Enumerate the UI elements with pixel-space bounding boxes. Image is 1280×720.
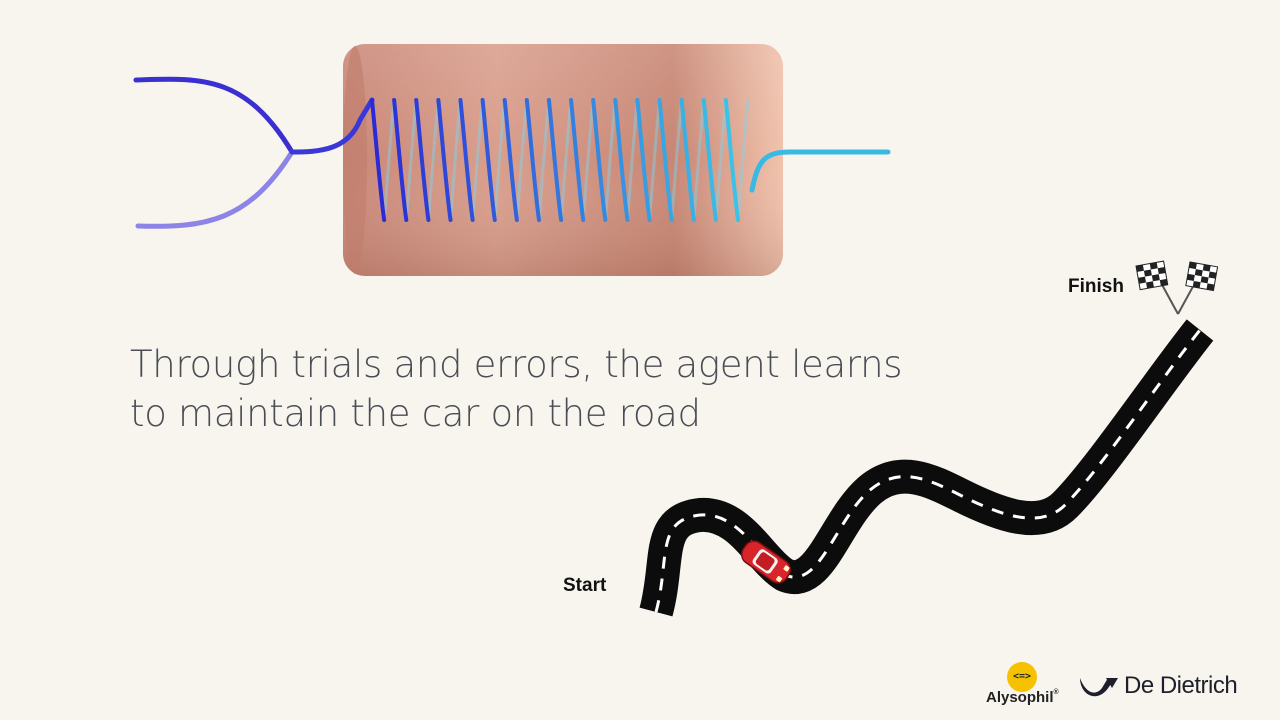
alysophil-registered-mark: ® <box>1053 689 1059 696</box>
red-car-icon <box>740 540 792 584</box>
coil-back-strand <box>692 98 706 222</box>
coil-back-strand <box>559 98 573 222</box>
coil-back-strand <box>537 98 551 222</box>
coil-front-strand <box>723 98 741 222</box>
coil-front-strand <box>414 98 431 222</box>
coil-front-strand <box>546 98 564 222</box>
coil-front-strand <box>635 98 652 222</box>
coil-back-strand <box>648 98 662 222</box>
alysophil-badge-icon: <=> <box>1007 662 1037 692</box>
coil-front-strand <box>436 98 453 222</box>
coil-front-strand <box>613 98 630 222</box>
alysophil-name-text: Alysophil <box>986 689 1054 706</box>
coil-back-strand <box>515 98 529 222</box>
coil-back-strand <box>581 98 595 222</box>
coil-front-strand <box>657 98 674 222</box>
coil-back-strand <box>714 98 728 222</box>
inlet-tube-top <box>133 76 295 155</box>
slide-caption: Through trials and errors, the agent lea… <box>130 340 903 438</box>
inlet-tube-bottom <box>135 149 295 229</box>
de-dietrich-logo: De Dietrich <box>1078 670 1238 702</box>
alysophil-name: Alysophil® <box>986 689 1059 706</box>
road-center-dashes <box>654 329 1202 613</box>
coil-front-strand <box>591 98 608 222</box>
finish-label: Finish <box>1068 276 1124 297</box>
coil-back-strand <box>404 98 418 222</box>
coil-front-strand <box>480 98 497 222</box>
caption-line-2: to maintain the car on the road <box>130 392 701 435</box>
coil-front-strand <box>701 98 718 222</box>
de-dietrich-mark-icon <box>1080 678 1118 697</box>
coil-back-strand <box>625 98 639 222</box>
coil-front-strands <box>370 98 741 222</box>
de-dietrich-name: De Dietrich <box>1124 672 1238 699</box>
coil-front-strand <box>458 98 475 222</box>
coil-back-strand <box>670 98 684 222</box>
coil-front-strand <box>392 98 409 222</box>
coil-back-strand <box>603 98 617 222</box>
coil-front-strand <box>502 98 519 222</box>
coil-front-strand <box>524 98 541 222</box>
coil-back-strand <box>382 98 396 222</box>
coil-front-strand <box>679 98 696 222</box>
caption-line-1: Through trials and errors, the agent lea… <box>130 343 903 386</box>
road-surface <box>639 319 1214 617</box>
outlet-tube <box>749 149 891 193</box>
checkered-flags-icon <box>1135 260 1219 315</box>
coil-back-strand <box>736 98 750 222</box>
coil-front-strand <box>370 98 387 222</box>
inlet-merge <box>289 97 375 155</box>
coil-back-strand <box>449 98 462 222</box>
alysophil-logo: <=> Alysophil® <box>984 660 1064 712</box>
coil-back-strands <box>382 98 750 222</box>
coil-back-strand <box>471 98 485 222</box>
coil-front-strand <box>569 98 586 222</box>
start-label: Start <box>563 575 607 596</box>
coil-back-strand <box>426 98 440 222</box>
coil-back-strand <box>493 98 507 222</box>
